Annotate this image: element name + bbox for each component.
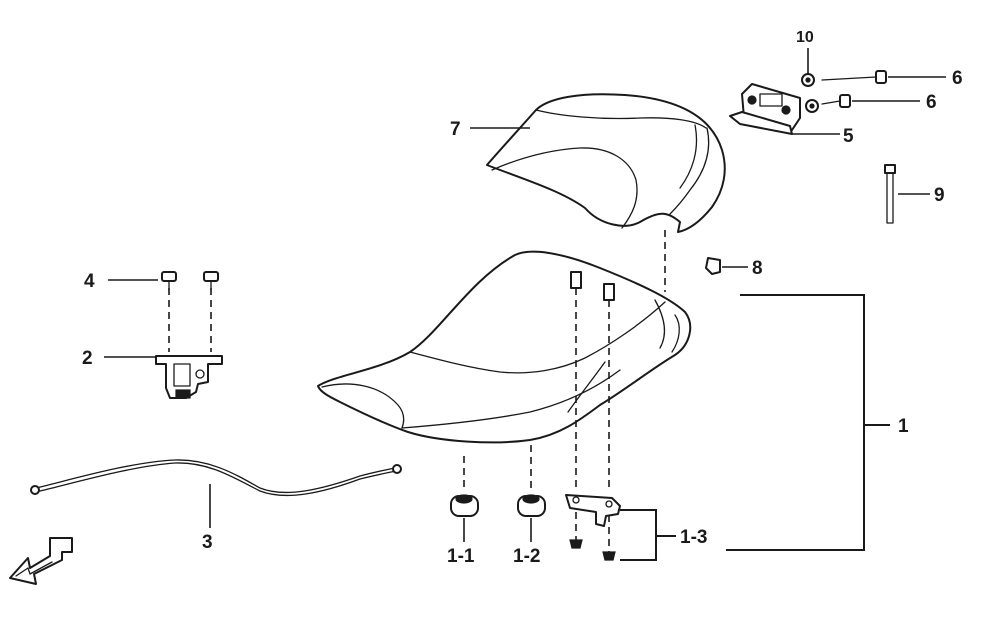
label-part-5: 5 bbox=[843, 126, 854, 147]
label-part-7: 7 bbox=[450, 119, 461, 140]
rear-seat-bracket bbox=[729, 83, 801, 135]
lock-bolts bbox=[161, 271, 219, 291]
label-part-8: 8 bbox=[752, 258, 763, 279]
label-part-6a: 6 bbox=[952, 68, 963, 89]
label-part-3: 3 bbox=[202, 532, 213, 553]
alignment-lines bbox=[168, 230, 666, 552]
label-part-1-2: 1-2 bbox=[513, 546, 540, 567]
main-seat bbox=[317, 250, 692, 444]
label-part-2: 2 bbox=[82, 348, 93, 369]
seat-hook-bracket bbox=[565, 494, 621, 561]
label-part-9: 9 bbox=[934, 185, 945, 206]
long-bolt bbox=[884, 164, 896, 224]
rear-seat-cushion bbox=[486, 93, 726, 233]
label-part-4: 4 bbox=[84, 271, 95, 292]
label-part-1-1: 1-1 bbox=[447, 546, 475, 567]
label-part-1: 1 bbox=[898, 416, 909, 437]
front-direction-arrow-icon bbox=[9, 537, 73, 585]
leader-lines bbox=[104, 48, 946, 542]
bracket-bolts bbox=[821, 70, 887, 108]
label-part-1-3: 1-3 bbox=[680, 527, 707, 548]
label-part-6b: 6 bbox=[926, 92, 937, 113]
rubber-cushion-1-1 bbox=[450, 494, 479, 517]
rubber-cushion-1-2 bbox=[517, 494, 546, 517]
seat-studs bbox=[570, 271, 615, 301]
label-part-10: 10 bbox=[796, 29, 814, 46]
seat-release-cable bbox=[30, 459, 402, 497]
clip-nut bbox=[705, 257, 721, 275]
washers bbox=[801, 73, 819, 113]
group-brackets bbox=[620, 294, 890, 561]
seat-lock bbox=[155, 355, 223, 399]
